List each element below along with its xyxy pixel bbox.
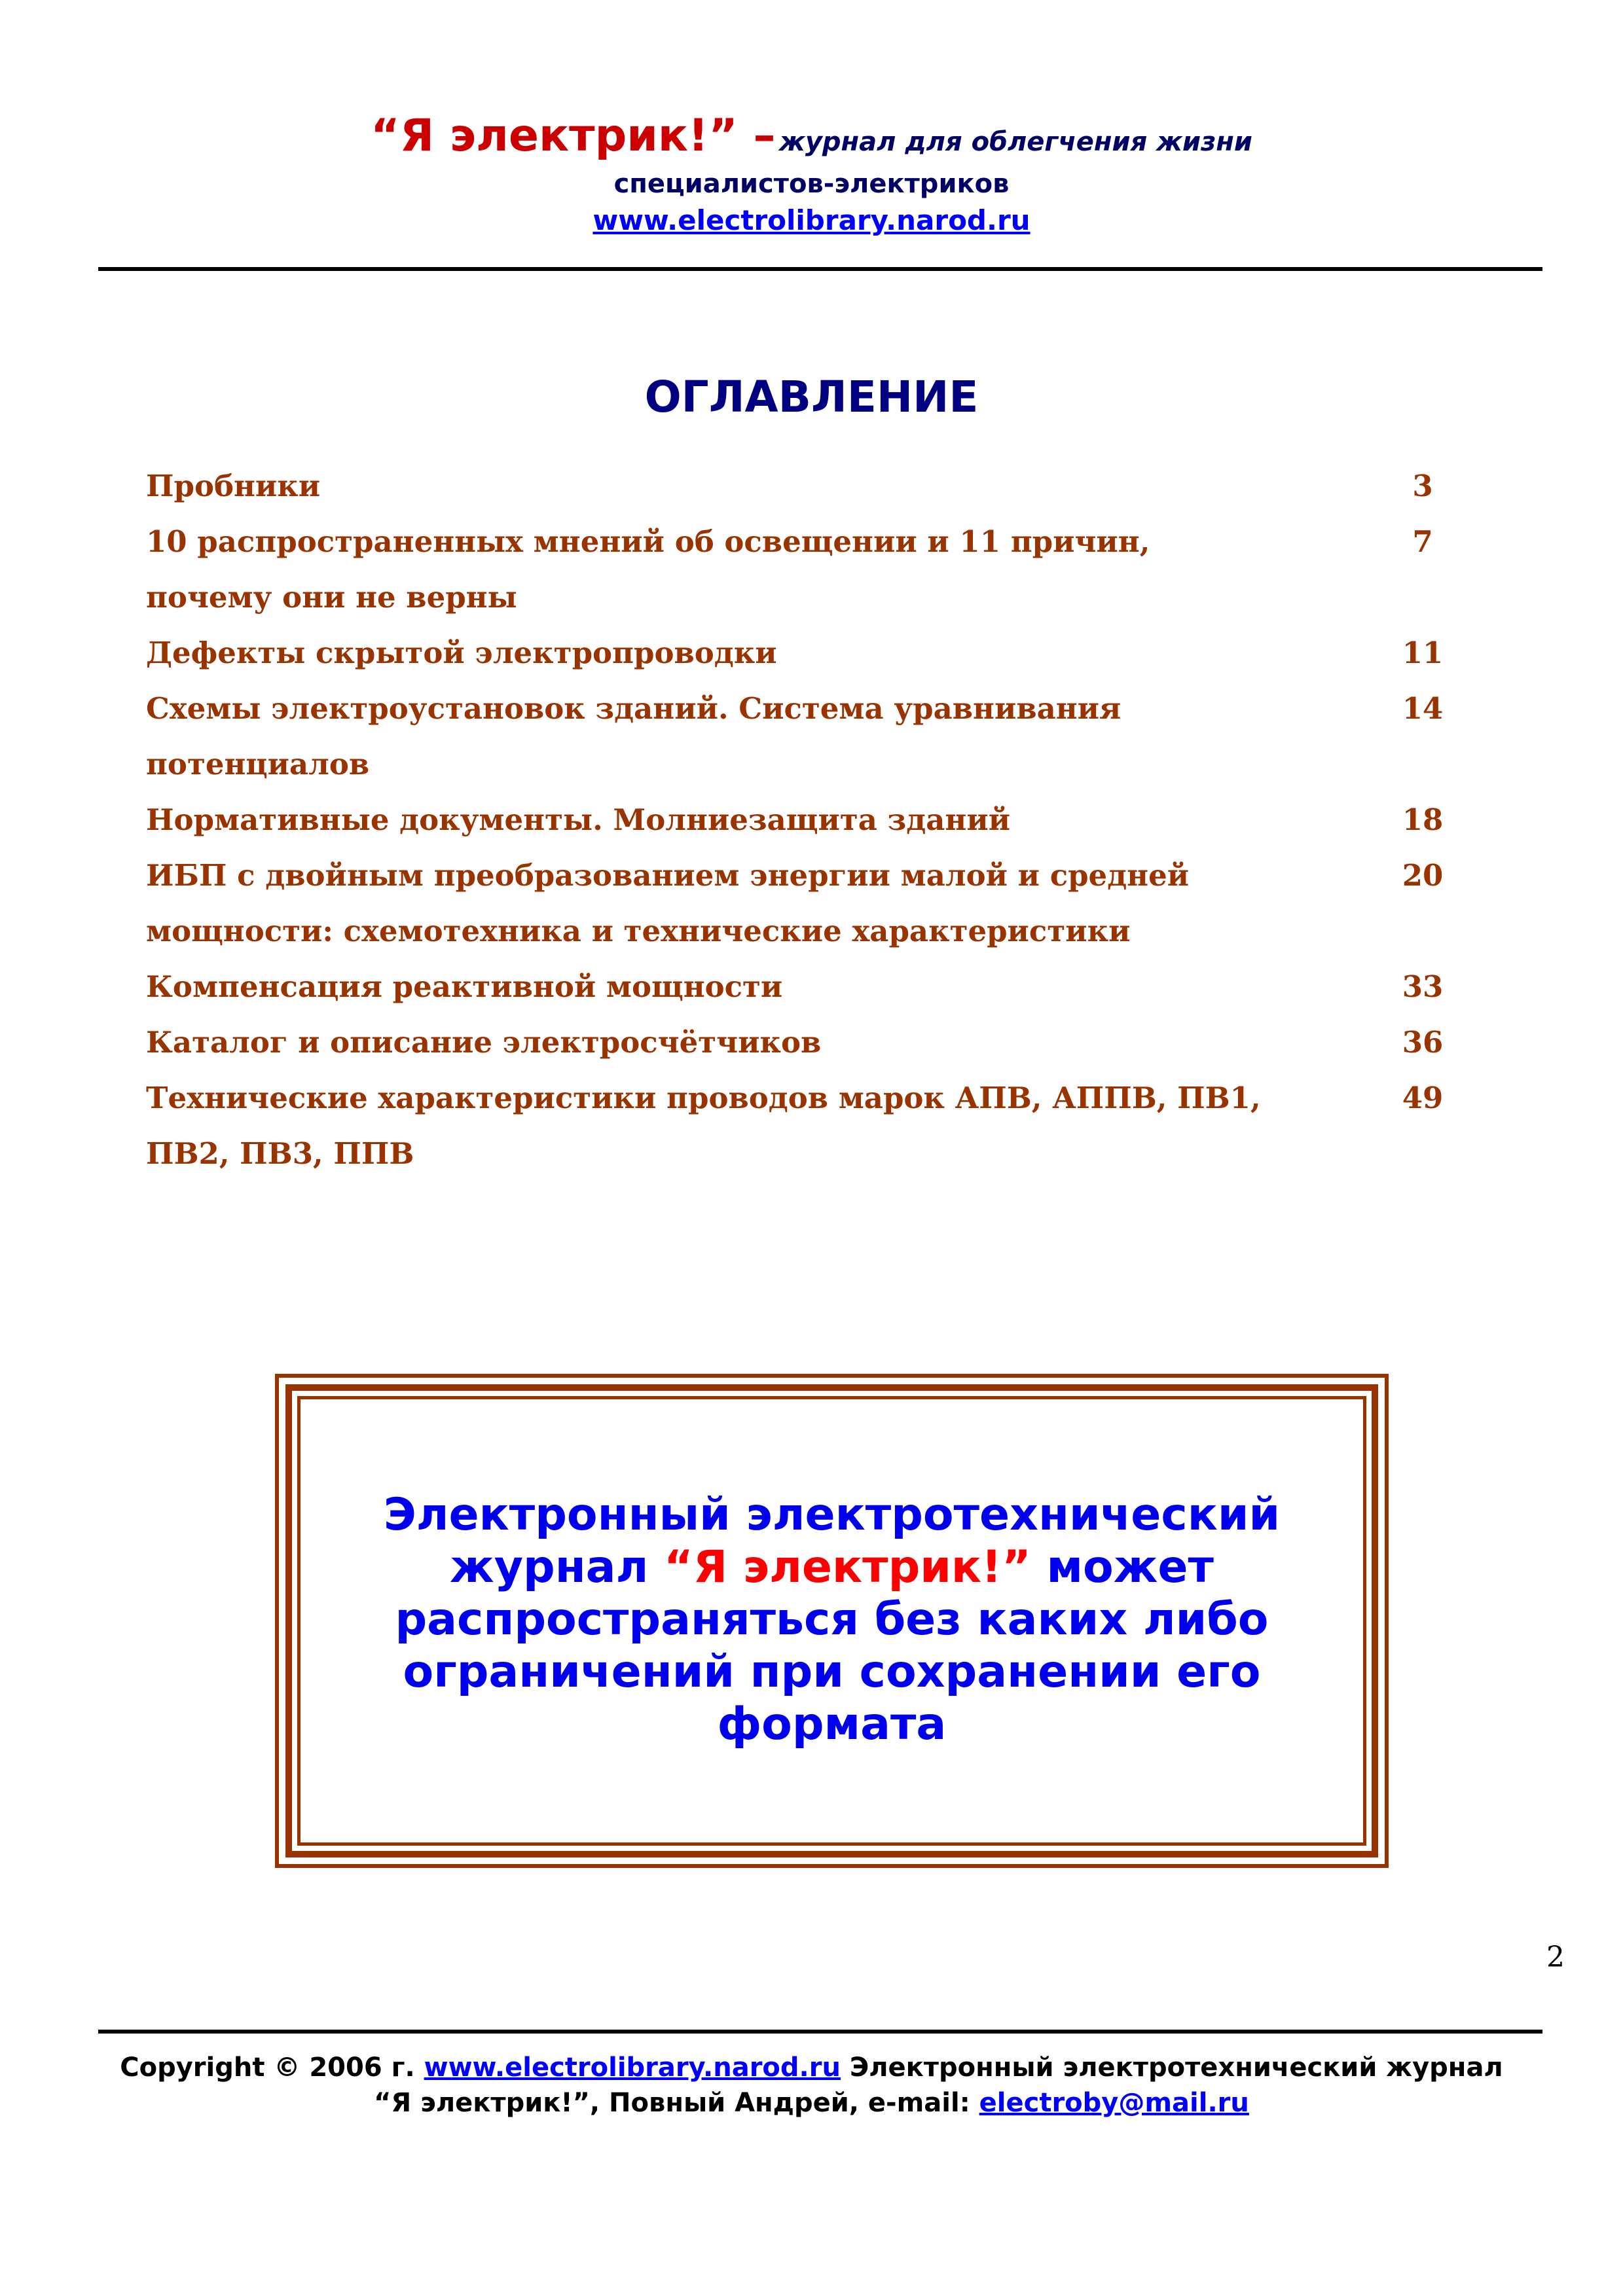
toc-entry[interactable]: Нормативные документы. Молниезащита здан… [146, 792, 1462, 848]
toc-entry-title: ПВ2, ПВ3, ППВ [146, 1136, 414, 1171]
footer-line2: “Я электрик!”, Повный Андрей, e-mail: el… [0, 2088, 1623, 2118]
footer-author: “Я электрик!”, Повный Андрей, e-mail: [374, 2088, 970, 2118]
toc-entry-page: 33 [1402, 969, 1444, 1004]
toc-entry[interactable]: ПВ2, ПВ3, ППВ [146, 1126, 1462, 1181]
toc-entry-page [1383, 569, 1462, 625]
notice-brand: “Я электрик!” [664, 1541, 1031, 1593]
footer-journal: Электронный электротехнический журнал [849, 2053, 1503, 2083]
toc-entry-title: Пробники [146, 469, 321, 503]
brand-name: “Я электрик!” – [371, 110, 776, 162]
toc-entry[interactable]: 10 распространенных мнений об освещении … [146, 514, 1462, 569]
notice-text: Электронный электротехнический журнал “Я… [279, 1489, 1385, 1751]
toc-entry-page: 7 [1412, 524, 1433, 559]
tagline-line2: специалистов-электриков [613, 169, 1010, 199]
toc-entry-title: Схемы электроустановок зданий. Система у… [146, 691, 1122, 726]
toc-entry-page [1383, 1126, 1462, 1181]
footer-line1: Copyright © 2006 г. www.electrolibrary.n… [0, 2053, 1623, 2083]
notice-frame [285, 1384, 1378, 1857]
toc-entry-page [1383, 736, 1462, 792]
notice-part1: Электронный электротехнический журнал [383, 1489, 1281, 1593]
footer-email-link[interactable]: electroby@mail.ru [979, 2088, 1249, 2118]
toc-entry-title: Дефекты скрытой электропроводки [146, 636, 777, 670]
toc-entry[interactable]: ИБП с двойным преобразованием энергии ма… [146, 848, 1462, 903]
toc-entry[interactable]: Пробники 3 [146, 458, 1462, 514]
toc-entry-title: ИБП с двойным преобразованием энергии ма… [146, 858, 1190, 893]
footer-copyright: Copyright © 2006 г. [120, 2053, 415, 2083]
toc-entry[interactable]: Каталог и описание электросчётчиков 36 [146, 1014, 1462, 1070]
toc-entry-page [1383, 903, 1462, 959]
header-divider [98, 267, 1542, 271]
toc-entry[interactable]: Компенсация реактивной мощности 33 [146, 959, 1462, 1014]
toc-entry[interactable]: мощности: схемотехника и технические хар… [146, 903, 1462, 959]
toc-entry-title: Нормативные документы. Молниезащита здан… [146, 802, 1011, 837]
toc-entry-title: Каталог и описание электросчётчиков [146, 1025, 822, 1060]
notice-frame-inner [297, 1396, 1366, 1846]
toc-entry-title: Компенсация реактивной мощности [146, 969, 783, 1004]
header-url-link[interactable]: www.electrolibrary.narod.ru [593, 204, 1030, 236]
notice-part2: может распространяться без каких либо ог… [395, 1541, 1269, 1750]
toc-entry-title: 10 распространенных мнений об освещении … [146, 524, 1150, 559]
toc-entry-page: 49 [1402, 1081, 1444, 1115]
toc-entry-page: 20 [1402, 858, 1444, 893]
toc-entry-title: Технические характеристики проводов маро… [146, 1081, 1261, 1115]
toc-entry[interactable]: Схемы электроустановок зданий. Система у… [146, 681, 1462, 736]
toc-entry-title: мощности: схемотехника и технические хар… [146, 914, 1131, 948]
toc-entry-title: почему они не верны [146, 580, 517, 615]
toc-entry-title: потенциалов [146, 747, 370, 781]
toc-entry[interactable]: почему они не верны [146, 569, 1462, 625]
tagline: журнал для облегчения жизни [779, 127, 1252, 157]
toc-entry-page: 3 [1412, 469, 1433, 503]
toc-title: ОГЛАВЛЕНИЕ [644, 372, 979, 422]
header-title: “Я электрик!” – журнал для облегчения жи… [0, 110, 1623, 162]
toc-entry[interactable]: Дефекты скрытой электропроводки 11 [146, 625, 1462, 681]
toc-entry[interactable]: потенциалов [146, 736, 1462, 792]
footer-url-link[interactable]: www.electrolibrary.narod.ru [424, 2053, 841, 2083]
toc-entry-page: 36 [1402, 1025, 1444, 1060]
toc-entry-page: 11 [1402, 636, 1444, 670]
toc-list: Пробники 3 10 распространенных мнений об о… [146, 458, 1462, 1181]
notice-box: Электронный электротехнический журнал “Я… [275, 1374, 1389, 1868]
page-number: 2 [1546, 1941, 1565, 1974]
toc-entry-page: 14 [1402, 691, 1444, 726]
header-url-line: www.electrolibrary.narod.ru [0, 204, 1623, 236]
toc-entry-page: 18 [1402, 802, 1444, 837]
footer-divider [98, 2030, 1542, 2034]
toc-entry[interactable]: Технические характеристики проводов маро… [146, 1070, 1462, 1126]
